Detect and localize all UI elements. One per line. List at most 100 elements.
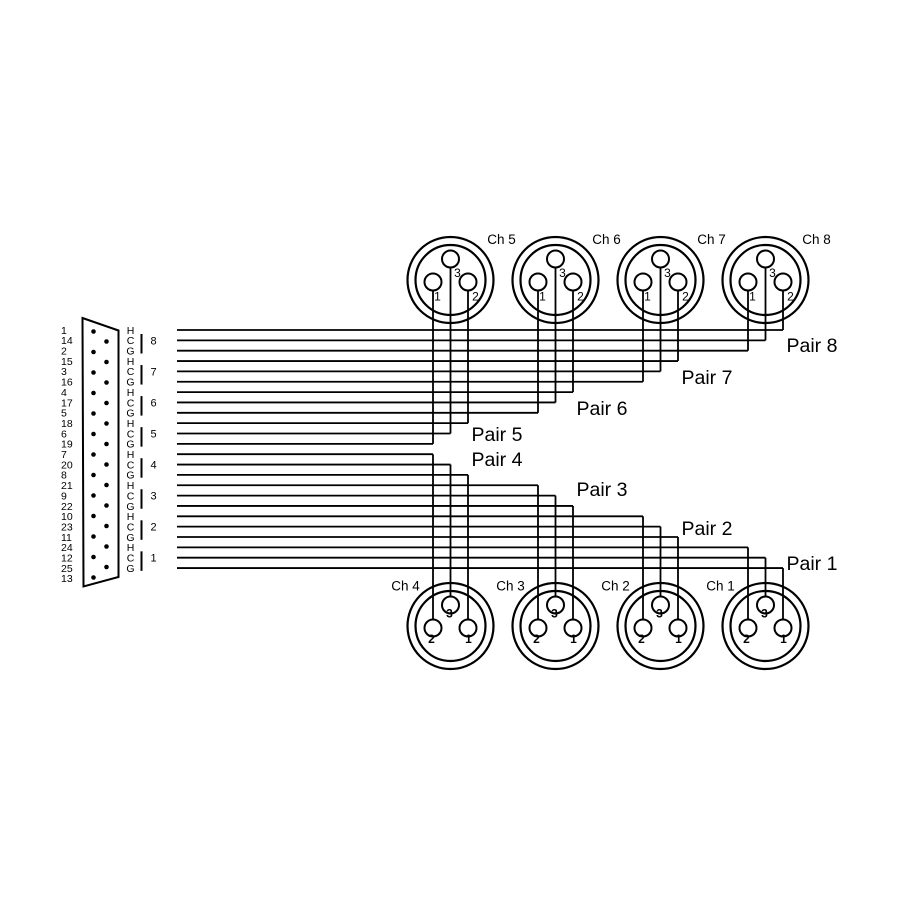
xlr-outer-ring xyxy=(721,235,810,325)
db25-pin-dot xyxy=(104,359,109,365)
db25-pin-number: 17 xyxy=(61,397,73,409)
wires-pair-3 xyxy=(177,484,574,620)
xlr-inner-ring xyxy=(519,589,592,663)
xlr-pin-number: 3 xyxy=(769,266,776,280)
xlr-pin-number: 2 xyxy=(638,632,645,646)
xlr-pin xyxy=(633,272,653,292)
db25-pin-dot xyxy=(91,390,96,396)
db25-pin-dot xyxy=(91,431,96,437)
db25-pin-number: 16 xyxy=(61,377,73,389)
db25-pin-number: 15 xyxy=(61,356,73,368)
xlr-pin xyxy=(423,618,443,638)
signal-letter: G xyxy=(126,408,134,420)
db25-pin-dot xyxy=(104,462,109,467)
xlr-outer-ring xyxy=(721,581,810,671)
db25-pin-number: 21 xyxy=(61,480,73,492)
xlr-outer-ring xyxy=(511,235,600,325)
xlr-inner-ring xyxy=(729,589,802,663)
signal-letter: C xyxy=(127,459,135,471)
xlr-pin-number: 3 xyxy=(761,607,768,621)
db25-pin-number: 6 xyxy=(61,428,67,440)
channel-label: Ch 6 xyxy=(592,232,621,247)
signal-letter: H xyxy=(127,387,135,399)
xlr-pin xyxy=(651,249,670,269)
xlr-pin-number: 2 xyxy=(533,632,540,646)
xlr-pin-number: 1 xyxy=(570,632,577,646)
xlr-pin-number: 2 xyxy=(577,290,584,304)
pair-label: Pair 3 xyxy=(577,479,628,501)
xlr-pin-number: 3 xyxy=(551,607,558,621)
channel-label: Ch 7 xyxy=(697,232,726,247)
xlr-pin xyxy=(668,618,688,638)
group-number: 8 xyxy=(150,335,156,347)
xlr-pin xyxy=(546,249,565,269)
db25-pin-number: 12 xyxy=(61,553,73,565)
db25-pin-dot xyxy=(91,513,96,519)
db25-pin-dot xyxy=(104,400,109,406)
db25-pin-number: 10 xyxy=(61,511,73,523)
xlr-pin xyxy=(563,618,583,638)
pair-label: Pair 4 xyxy=(472,449,523,471)
xlr-pin xyxy=(756,249,775,269)
xlr-pin xyxy=(546,595,565,615)
signal-letter: H xyxy=(127,418,135,430)
db25-pin-number: 20 xyxy=(61,459,73,471)
xlr-inner-ring xyxy=(519,243,592,317)
group-number: 2 xyxy=(150,522,156,534)
pair-label: Pair 7 xyxy=(682,367,733,389)
db25-pin-number: 5 xyxy=(61,408,67,420)
xlr-inner-ring xyxy=(414,589,487,663)
xlr-pin-number: 3 xyxy=(446,607,453,621)
xlr-pin-number: 1 xyxy=(749,290,756,304)
signal-letter: H xyxy=(127,542,135,554)
signal-letter: H xyxy=(127,325,135,337)
db25-pin-number: 7 xyxy=(61,449,67,461)
pair-label: Pair 8 xyxy=(787,335,838,357)
signal-letter: C xyxy=(127,366,135,378)
pair-label: Pair 6 xyxy=(577,398,628,420)
db25-pin-number: 24 xyxy=(61,542,73,554)
db25-pin-dot xyxy=(91,452,96,457)
db25-pin-dot xyxy=(91,534,96,539)
signal-letter: H xyxy=(127,356,135,368)
group-number: 1 xyxy=(150,553,156,565)
xlr-pin xyxy=(441,595,460,615)
wires-pair-7 xyxy=(177,267,679,383)
db25-pin-dot xyxy=(104,544,109,549)
xlr-pin-number: 3 xyxy=(656,607,663,621)
xlr-pin xyxy=(773,272,793,292)
channel-label: Ch 5 xyxy=(487,232,516,247)
xlr-pin xyxy=(528,618,548,638)
xlr-pin-number: 1 xyxy=(434,290,441,304)
db25-pin-number: 4 xyxy=(61,387,67,399)
db25-pin-number: 14 xyxy=(61,335,73,347)
signal-letter: G xyxy=(126,532,134,544)
xlr-pin-number: 3 xyxy=(664,266,671,280)
db25-pin-dot xyxy=(91,329,96,334)
pair-label: Pair 2 xyxy=(682,518,733,540)
db25-shell xyxy=(81,316,120,588)
signal-letter: H xyxy=(127,511,135,523)
db25-pin-dot xyxy=(91,493,96,498)
xlr-pin-number: 1 xyxy=(780,632,787,646)
xlr-pin-number: 2 xyxy=(787,290,794,304)
xlr-inner-ring xyxy=(624,243,697,317)
xlr-pin xyxy=(458,618,478,638)
signal-letter: H xyxy=(127,480,135,492)
db25-pin-number: 22 xyxy=(61,501,73,513)
signal-letter: G xyxy=(126,439,134,451)
db25-pin-number: 13 xyxy=(61,573,73,585)
xlr-outer-ring xyxy=(616,235,705,325)
xlr-pin xyxy=(756,595,775,615)
xlr-pin-number: 1 xyxy=(465,632,472,646)
wires xyxy=(177,267,784,620)
signal-letter: C xyxy=(127,335,135,347)
xlr-pin xyxy=(773,618,793,638)
signal-letter: C xyxy=(127,397,135,409)
group-number: 6 xyxy=(150,397,156,409)
